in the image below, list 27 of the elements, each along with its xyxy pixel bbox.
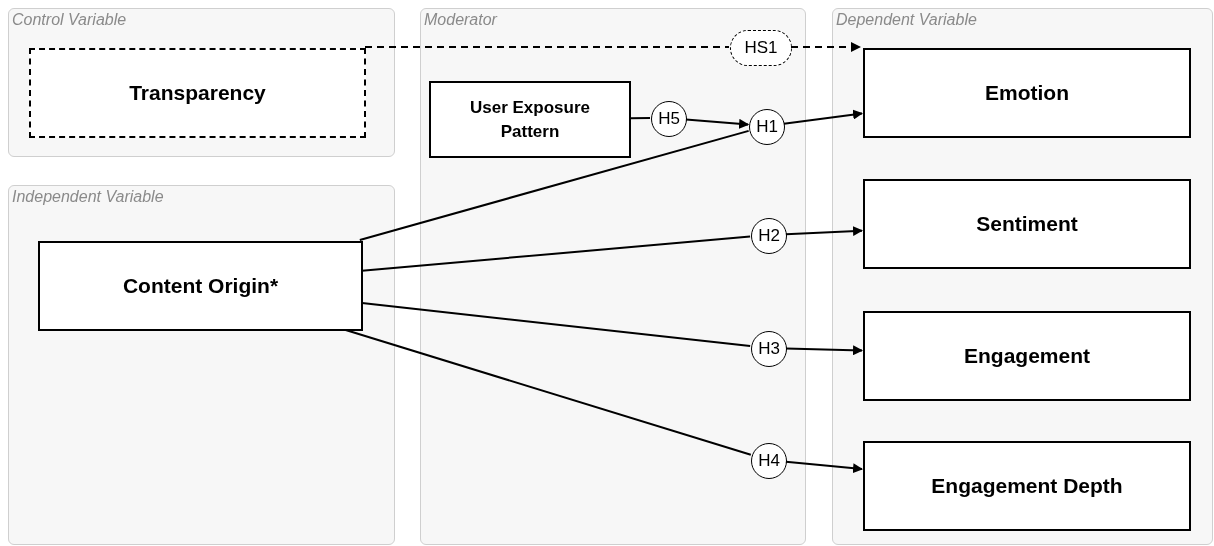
variable-box: Engagement xyxy=(863,311,1191,401)
connector-line xyxy=(361,302,752,347)
variable-box: Engagement Depth xyxy=(863,441,1191,531)
group-heading: Control Variable xyxy=(12,10,127,30)
connector-line xyxy=(629,117,651,120)
arrow xyxy=(785,226,863,237)
group-panel xyxy=(8,8,395,157)
connector-line xyxy=(361,235,752,272)
group-panel xyxy=(420,8,806,545)
variable-box: User Exposure Pattern xyxy=(429,81,631,158)
group-heading: Independent Variable xyxy=(12,187,164,207)
arrow xyxy=(785,345,863,356)
group-heading: Dependent Variable xyxy=(836,10,977,30)
connector-line xyxy=(344,329,752,456)
arrow xyxy=(782,109,863,125)
connector-line xyxy=(364,46,730,48)
group-heading: Moderator xyxy=(424,10,497,30)
variable-box: Sentiment xyxy=(863,179,1191,269)
variable-box: Content Origin* xyxy=(38,241,363,331)
group-panel xyxy=(832,8,1213,545)
arrow xyxy=(784,460,863,474)
connector-line xyxy=(358,129,750,241)
arrow xyxy=(684,118,750,129)
variable-box: Transparency xyxy=(29,48,366,138)
group-panel xyxy=(8,185,395,545)
arrow xyxy=(790,42,861,52)
variable-box: Emotion xyxy=(863,48,1191,138)
